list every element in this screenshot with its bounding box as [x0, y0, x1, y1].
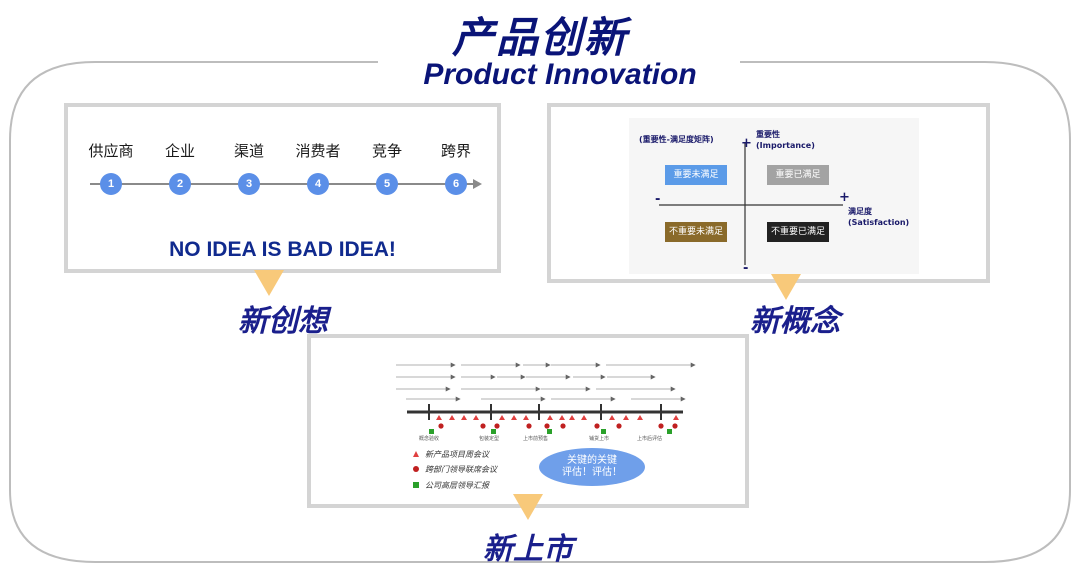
- matrix-axes: [659, 142, 843, 265]
- source-label: 供应商: [88, 142, 134, 160]
- x-axis-name: 满足度: [848, 207, 872, 216]
- source-node: 1: [100, 173, 122, 195]
- x-axis-en: (Satisfaction): [848, 218, 910, 227]
- idea-flow-arrow: [90, 179, 482, 189]
- y-axis-name: 重要性: [756, 130, 780, 139]
- page-title-cn: 产品创新: [451, 13, 628, 62]
- concept-panel: (重要性-满足度矩阵) + - - + 重要性 (Importance) 满足度…: [547, 103, 990, 283]
- pointer-arrow: [513, 494, 543, 520]
- matrix-title: (重要性-满足度矩阵): [639, 135, 714, 144]
- y-axis-minus: -: [743, 261, 749, 276]
- key-evaluation-line2: 评估！评估！: [562, 467, 622, 478]
- source-label: 企业: [164, 142, 195, 160]
- quadrant-important-satisfied: 重要已满足: [767, 165, 829, 185]
- y-axis-en: (Importance): [756, 141, 815, 150]
- source-node: 5: [376, 173, 398, 195]
- key-evaluation-oval: 关键的关键 评估！评估！: [539, 448, 645, 486]
- milestone-label: 铺货上市: [589, 436, 610, 442]
- legend-label: 跨部门领导联席会议: [425, 465, 497, 474]
- source-label: 跨界: [440, 142, 471, 160]
- milestone-label: 上市前预售: [523, 436, 549, 442]
- pointer-arrow: [254, 270, 284, 296]
- source-node: 2: [169, 173, 191, 195]
- source-node: 3: [238, 173, 260, 195]
- stage-label-idea: 新创想: [238, 304, 328, 339]
- pointer-arrow: [771, 274, 801, 300]
- source-node: 6: [445, 173, 467, 195]
- milestone-label: 概念验收: [419, 436, 440, 442]
- source-node: 4: [307, 173, 329, 195]
- stage-label-concept: 新概念: [750, 304, 840, 339]
- stage-label-launch: 新上市: [483, 532, 573, 567]
- key-evaluation-line1: 关键的关键: [567, 455, 617, 466]
- milestone-label: 包装定型: [479, 436, 500, 442]
- idea-panel: 供应商 企业 渠道 消费者 竞争 跨界 1 2 3 4 5 6 NO IDEA …: [64, 103, 501, 273]
- quadrant-unimportant-satisfied: 不重要已满足: [767, 222, 829, 242]
- legend-label: 新产品项目周会议: [425, 450, 489, 459]
- y-axis-plus: +: [741, 136, 752, 151]
- launch-timeline: [396, 362, 696, 488]
- quadrant-important-unsatisfied: 重要未满足: [665, 165, 727, 185]
- milestone-label: 上市后评估: [637, 436, 663, 442]
- page-title-en: Product Innovation: [380, 58, 740, 92]
- x-axis-minus: -: [655, 192, 661, 207]
- source-label: 消费者: [295, 142, 341, 160]
- launch-panel: 概念验收 包装定型 上市前预售 铺货上市 上市后评估 新产品项目周会议 跨部门领…: [307, 334, 749, 508]
- slogan: NO IDEA IS BAD IDEA!: [169, 238, 396, 261]
- legend-label: 公司高层领导汇报: [425, 481, 489, 490]
- source-label: 渠道: [233, 142, 264, 160]
- source-label: 竞争: [371, 142, 402, 160]
- quadrant-unimportant-unsatisfied: 不重要未满足: [665, 222, 727, 242]
- x-axis-plus: +: [839, 190, 850, 205]
- matrix-background: [629, 118, 919, 274]
